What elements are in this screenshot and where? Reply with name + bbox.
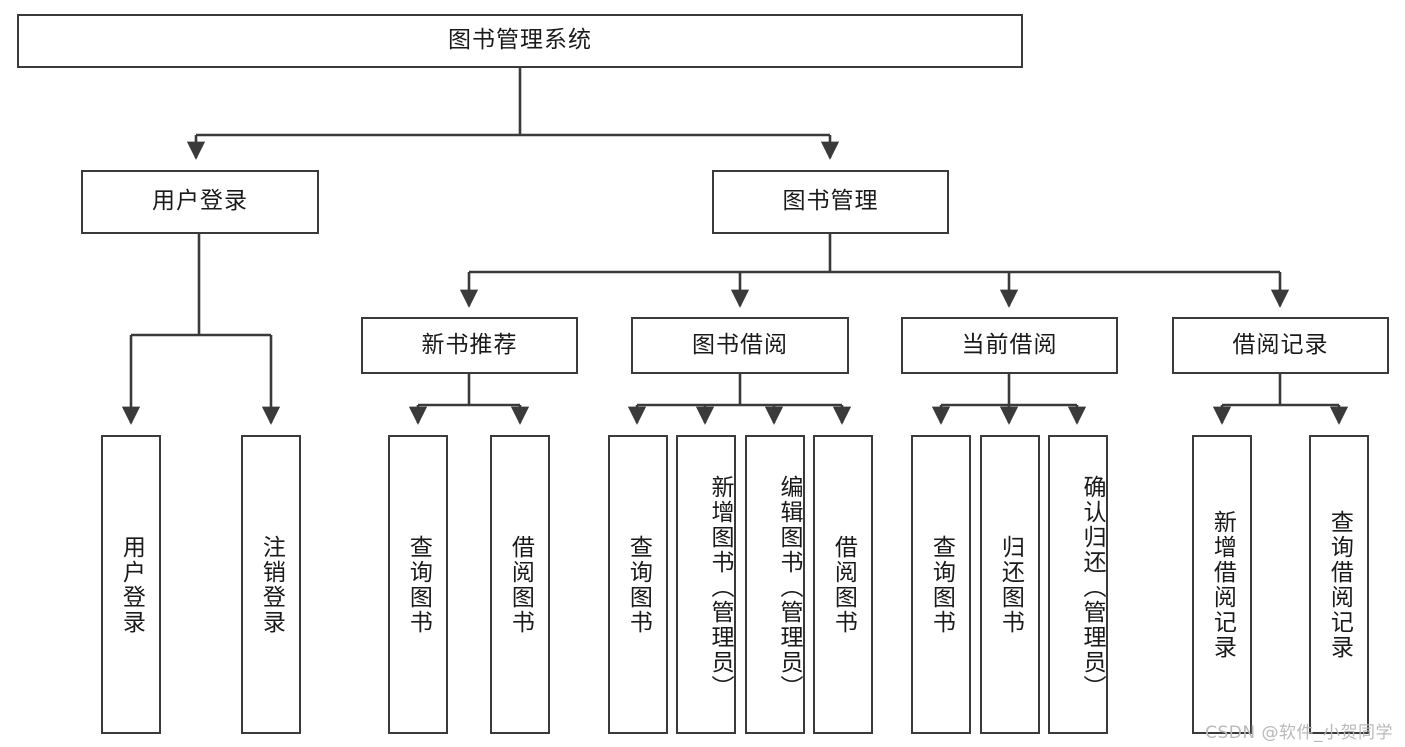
node-book-management-label: 图书管理 <box>782 188 879 215</box>
node-book-borrow-label: 图书借阅 <box>692 331 788 358</box>
node-leaf-query-book-2-label: 查询图书 <box>625 534 652 635</box>
node-root-label: 图书管理系统 <box>448 27 592 54</box>
node-leaf-add-book-admin[interactable]: 新增图书（管理员） <box>676 435 736 734</box>
node-leaf-query-book-2[interactable]: 查询图书 <box>608 435 668 734</box>
node-leaf-user-login[interactable]: 用户登录 <box>101 435 161 734</box>
node-leaf-return-book[interactable]: 归还图书 <box>980 435 1040 734</box>
node-user-login-label: 用户登录 <box>152 188 248 215</box>
node-borrow-record-label: 借阅记录 <box>1232 331 1329 358</box>
node-book-borrow[interactable]: 图书借阅 <box>631 317 849 374</box>
node-leaf-edit-book-admin-label: 编辑图书（管理员） <box>776 475 802 700</box>
node-leaf-add-borrow-record-label: 新增借阅记录 <box>1209 509 1236 660</box>
node-leaf-borrow-book-1[interactable]: 借阅图书 <box>490 435 550 734</box>
node-leaf-query-book-3-label: 查询图书 <box>928 534 955 635</box>
node-leaf-return-book-label: 归还图书 <box>997 534 1024 635</box>
node-leaf-query-borrow-record[interactable]: 查询借阅记录 <box>1309 435 1369 734</box>
node-leaf-user-login-label: 用户登录 <box>118 534 145 635</box>
node-current-borrow-label: 当前借阅 <box>961 331 1058 358</box>
node-current-borrow[interactable]: 当前借阅 <box>901 317 1118 374</box>
node-leaf-confirm-return-admin-label: 确认归还（管理员） <box>1079 475 1105 700</box>
node-leaf-query-book-3[interactable]: 查询图书 <box>911 435 971 734</box>
node-leaf-query-borrow-record-label: 查询借阅记录 <box>1326 509 1353 660</box>
node-leaf-confirm-return-admin[interactable]: 确认归还（管理员） <box>1048 435 1108 734</box>
node-leaf-logout[interactable]: 注销登录 <box>241 435 301 734</box>
node-leaf-logout-label: 注销登录 <box>258 534 285 635</box>
node-book-management[interactable]: 图书管理 <box>712 170 949 234</box>
node-new-book-recommend-label: 新书推荐 <box>421 331 518 358</box>
node-leaf-query-book-1-label: 查询图书 <box>405 534 432 635</box>
node-leaf-borrow-book-2[interactable]: 借阅图书 <box>813 435 873 734</box>
node-leaf-edit-book-admin[interactable]: 编辑图书（管理员） <box>745 435 805 734</box>
node-leaf-borrow-book-1-label: 借阅图书 <box>507 534 534 635</box>
node-leaf-add-book-admin-label: 新增图书（管理员） <box>707 475 733 700</box>
watermark-text: CSDN @软件_小贺同学 <box>1205 723 1393 743</box>
node-leaf-query-book-1[interactable]: 查询图书 <box>388 435 448 734</box>
node-new-book-recommend[interactable]: 新书推荐 <box>361 317 578 374</box>
node-leaf-borrow-book-2-label: 借阅图书 <box>830 534 857 635</box>
node-user-login[interactable]: 用户登录 <box>81 170 319 234</box>
node-leaf-add-borrow-record[interactable]: 新增借阅记录 <box>1192 435 1252 734</box>
node-borrow-record[interactable]: 借阅记录 <box>1172 317 1389 374</box>
node-root[interactable]: 图书管理系统 <box>17 14 1023 68</box>
